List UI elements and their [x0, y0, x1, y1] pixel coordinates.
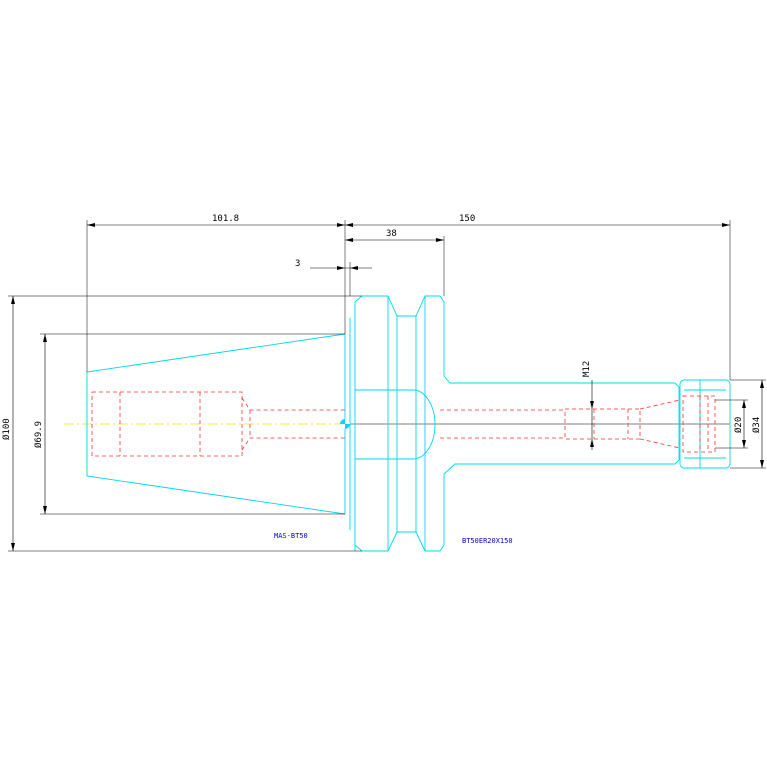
label-mas-bt50: MAS-BT50: [274, 532, 308, 540]
dim-150-label: 150: [459, 214, 475, 224]
dimension-dia20: Ø20: [715, 399, 748, 449]
dimension-dia34: Ø34: [730, 379, 766, 469]
dim-dia100-label: Ø100: [1, 418, 12, 440]
dim-dia69-9-label: Ø69.9: [33, 421, 44, 448]
dim-dia20-label: Ø20: [733, 417, 744, 433]
dimension-dia69-9: Ø69.9: [33, 333, 345, 515]
dimension-3: 3: [295, 259, 372, 296]
dim-3-label: 3: [295, 259, 300, 269]
dim-101-8-label: 101.8: [212, 214, 239, 224]
holder-hidden-bore: [440, 395, 716, 453]
dim-dia34-label: Ø34: [751, 417, 762, 433]
dimension-m12: M12: [582, 361, 594, 450]
label-bt50er20x150: BT50ER20X150: [462, 537, 513, 545]
shank-hidden-bore: [91, 391, 345, 457]
dim-m12-label: M12: [582, 361, 592, 377]
dimension-150: 150: [345, 214, 731, 380]
gauge-point-marker: [340, 419, 350, 429]
dimension-38: 38: [345, 229, 445, 296]
dim-38-label: 38: [386, 229, 397, 239]
dimension-dia100: Ø100: [1, 295, 362, 552]
dimension-101-8: 101.8: [86, 214, 346, 372]
flange: [354, 295, 680, 552]
